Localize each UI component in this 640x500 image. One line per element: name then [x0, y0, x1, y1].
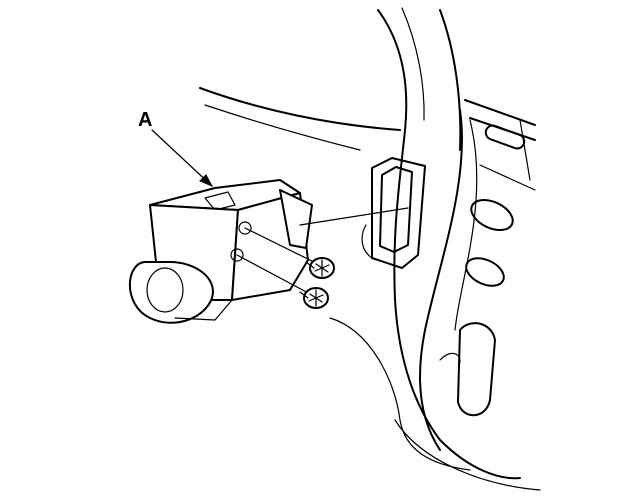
mounting-opening: [361, 157, 426, 269]
callout-a: A: [138, 109, 214, 188]
callout-a-label: A: [138, 109, 152, 131]
screw-lower: [299, 287, 329, 309]
assembly-line: [299, 207, 409, 226]
mounting-screws: [236, 227, 335, 309]
screw-upper: [305, 257, 335, 279]
switch-assembly: [128, 179, 313, 324]
trim-panel: [199, 7, 541, 491]
